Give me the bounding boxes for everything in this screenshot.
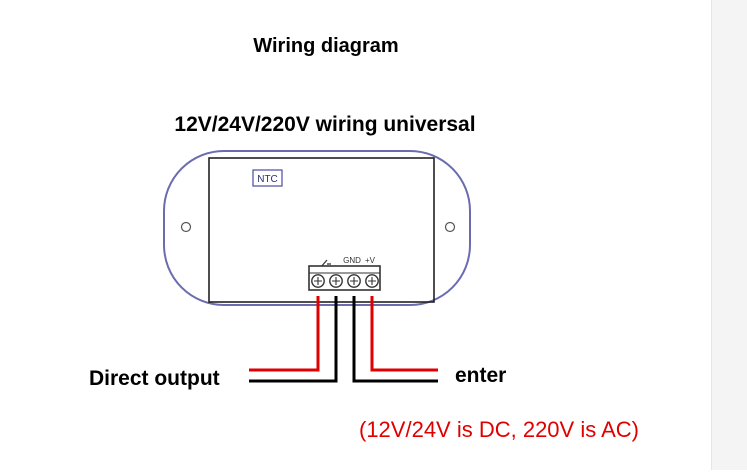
right-side-panel: [711, 0, 747, 470]
left-red-wire: [249, 296, 320, 372]
diagram-subtitle: 12V/24V/220V wiring universal: [174, 113, 475, 136]
right-black-wire: [352, 296, 438, 383]
device-face: [208, 157, 435, 303]
vplus-label: +V: [365, 256, 376, 265]
right-red-wire: [370, 296, 438, 372]
ntc-box: [252, 169, 283, 187]
terminal-screw-icon: [311, 274, 325, 288]
gnd-label: GND: [343, 256, 361, 265]
terminal-screw-icon: [329, 274, 343, 288]
terminal-screw-icon: [347, 274, 361, 288]
diagram-title: Wiring diagram: [253, 35, 398, 57]
mount-hole-icon: [444, 221, 456, 233]
ntc-label: NTC: [257, 174, 278, 185]
terminal-screw-icon: [365, 274, 379, 288]
mount-hole-icon: [180, 221, 192, 233]
enter-label: enter: [455, 364, 506, 387]
left-black-wire: [249, 296, 338, 383]
direct-output-label: Direct output: [89, 367, 220, 390]
power-note: (12V/24V is DC, 220V is AC): [359, 417, 639, 442]
